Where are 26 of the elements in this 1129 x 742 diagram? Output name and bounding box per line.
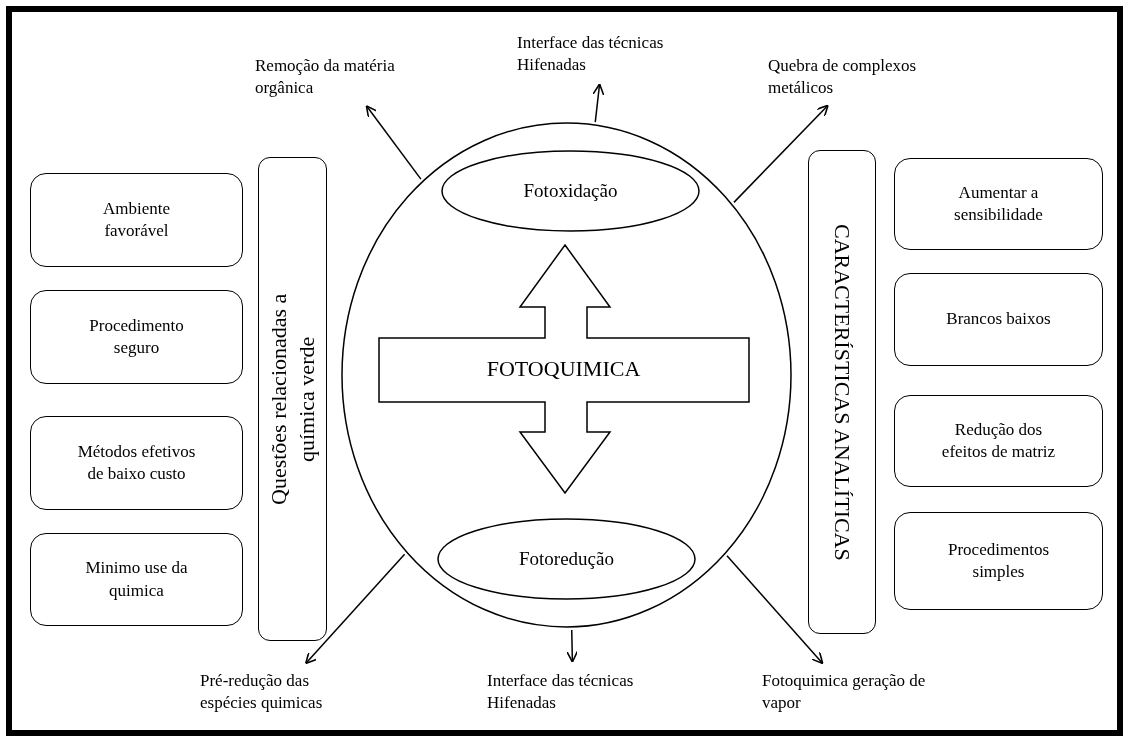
rounded-box: Brancos baixos — [894, 273, 1103, 366]
text-label: Quebra de complexos metálicos — [768, 53, 943, 101]
arrow — [566, 629, 579, 663]
ellipse-node: Fotoredução — [437, 518, 696, 600]
rounded-box: Métodos efetivos de baixo custo — [30, 416, 243, 510]
large-circle — [341, 122, 792, 628]
arrow — [733, 104, 829, 204]
double-arrow-shape: FOTOQUIMICA — [378, 245, 749, 493]
text-label: Interface das técnicas Hifenadas — [517, 30, 689, 78]
rounded-box: Aumentar a sensibilidade — [894, 158, 1103, 250]
rounded-box: Minimo use da quimica — [30, 533, 243, 626]
arrow — [365, 105, 422, 180]
vertical-band: CARACTERÍSTICAS ANALÍTICAS — [808, 150, 876, 634]
vertical-band: Questões relacionadas a química verde — [258, 157, 327, 641]
text-label: Remoção da matéria orgânica — [255, 53, 435, 101]
arrow — [592, 83, 605, 123]
text-label: Pré-redução das espécies quimicas — [200, 668, 360, 716]
rounded-box: Ambiente favorável — [30, 173, 243, 267]
ellipse-node: Fotoxidação — [441, 150, 700, 232]
arrow — [304, 553, 406, 665]
rounded-box: Redução dos efeitos de matriz — [894, 395, 1103, 487]
arrow — [726, 554, 824, 665]
rounded-box: Procedimento seguro — [30, 290, 243, 384]
text-label: Interface das técnicas Hifenadas — [487, 668, 659, 716]
text-label: Fotoquimica geração de vapor — [762, 668, 934, 716]
rounded-box: Procedimentos simples — [894, 512, 1103, 610]
